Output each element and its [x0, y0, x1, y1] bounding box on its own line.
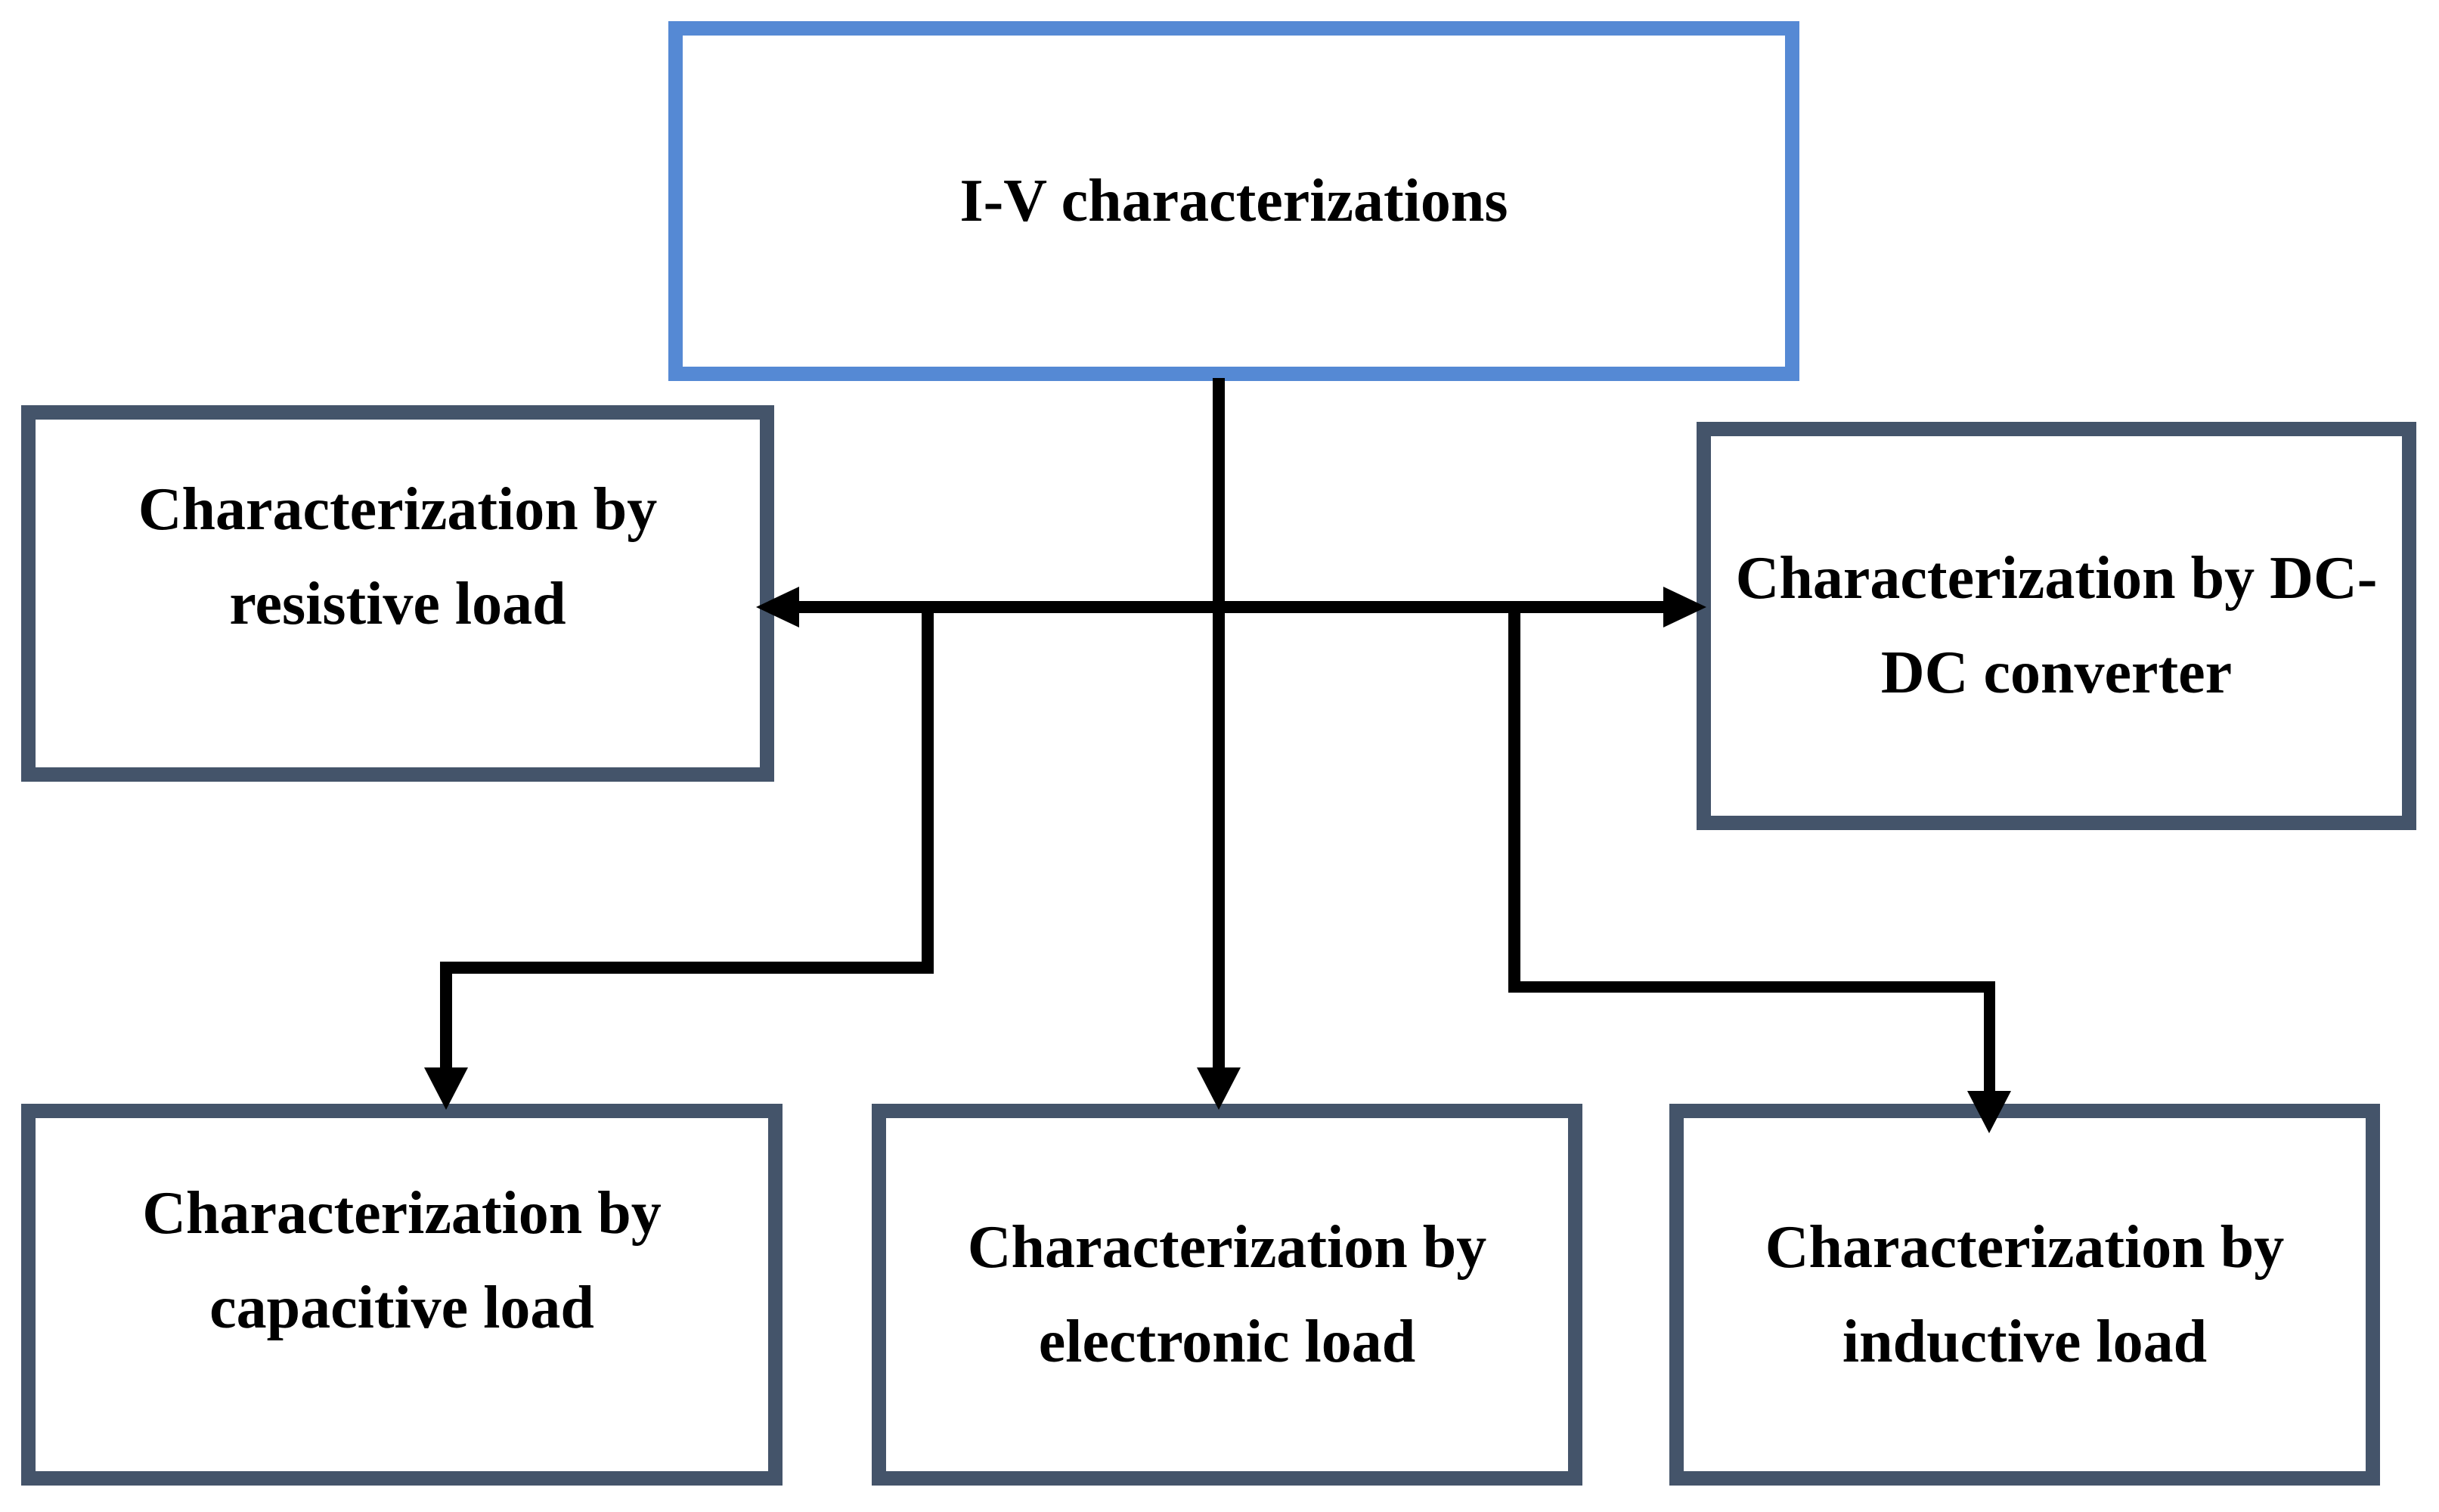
connector-left-branch-horizontal	[440, 962, 934, 974]
node-label: I-V characterizations	[959, 167, 1508, 234]
node-dc-dc-converter: Characterization by DC-DC converter	[1697, 422, 2416, 830]
arrowhead-right-icon	[1663, 587, 1706, 627]
arrowhead-down-center-icon	[1197, 1067, 1241, 1110]
node-label: Characterization by inductive load	[1765, 1213, 2285, 1375]
node-label: Characterization by resistive load	[138, 476, 658, 637]
node-electronic-load: Characterization by electronic load	[872, 1104, 1582, 1486]
arrowhead-down-right-icon	[1967, 1091, 2011, 1133]
node-label: Characterization by DC-DC converter	[1735, 545, 2378, 706]
arrowhead-left-icon	[756, 587, 799, 627]
connector-horizontal-main	[779, 601, 1667, 613]
node-capacitive-load: Characterization by capacitive load	[21, 1104, 783, 1486]
connector-left-branch-vertical	[922, 601, 934, 968]
node-iv-characterizations: I-V characterizations	[668, 21, 1799, 381]
node-label: Characterization by electronic load	[967, 1213, 1487, 1375]
node-resistive-load: Characterization by resistive load	[21, 405, 774, 782]
node-label: Characterization by capacitive load	[142, 1179, 662, 1341]
connector-trunk-vertical	[1213, 378, 1225, 1070]
connector-right-branch-vertical	[1508, 601, 1520, 993]
node-inductive-load: Characterization by inductive load	[1669, 1104, 2380, 1486]
connector-right-branch-drop	[1984, 981, 1995, 1095]
connector-right-branch-horizontal	[1508, 981, 1995, 993]
arrowhead-down-left-icon	[424, 1067, 468, 1110]
connector-left-branch-drop	[440, 962, 452, 1072]
